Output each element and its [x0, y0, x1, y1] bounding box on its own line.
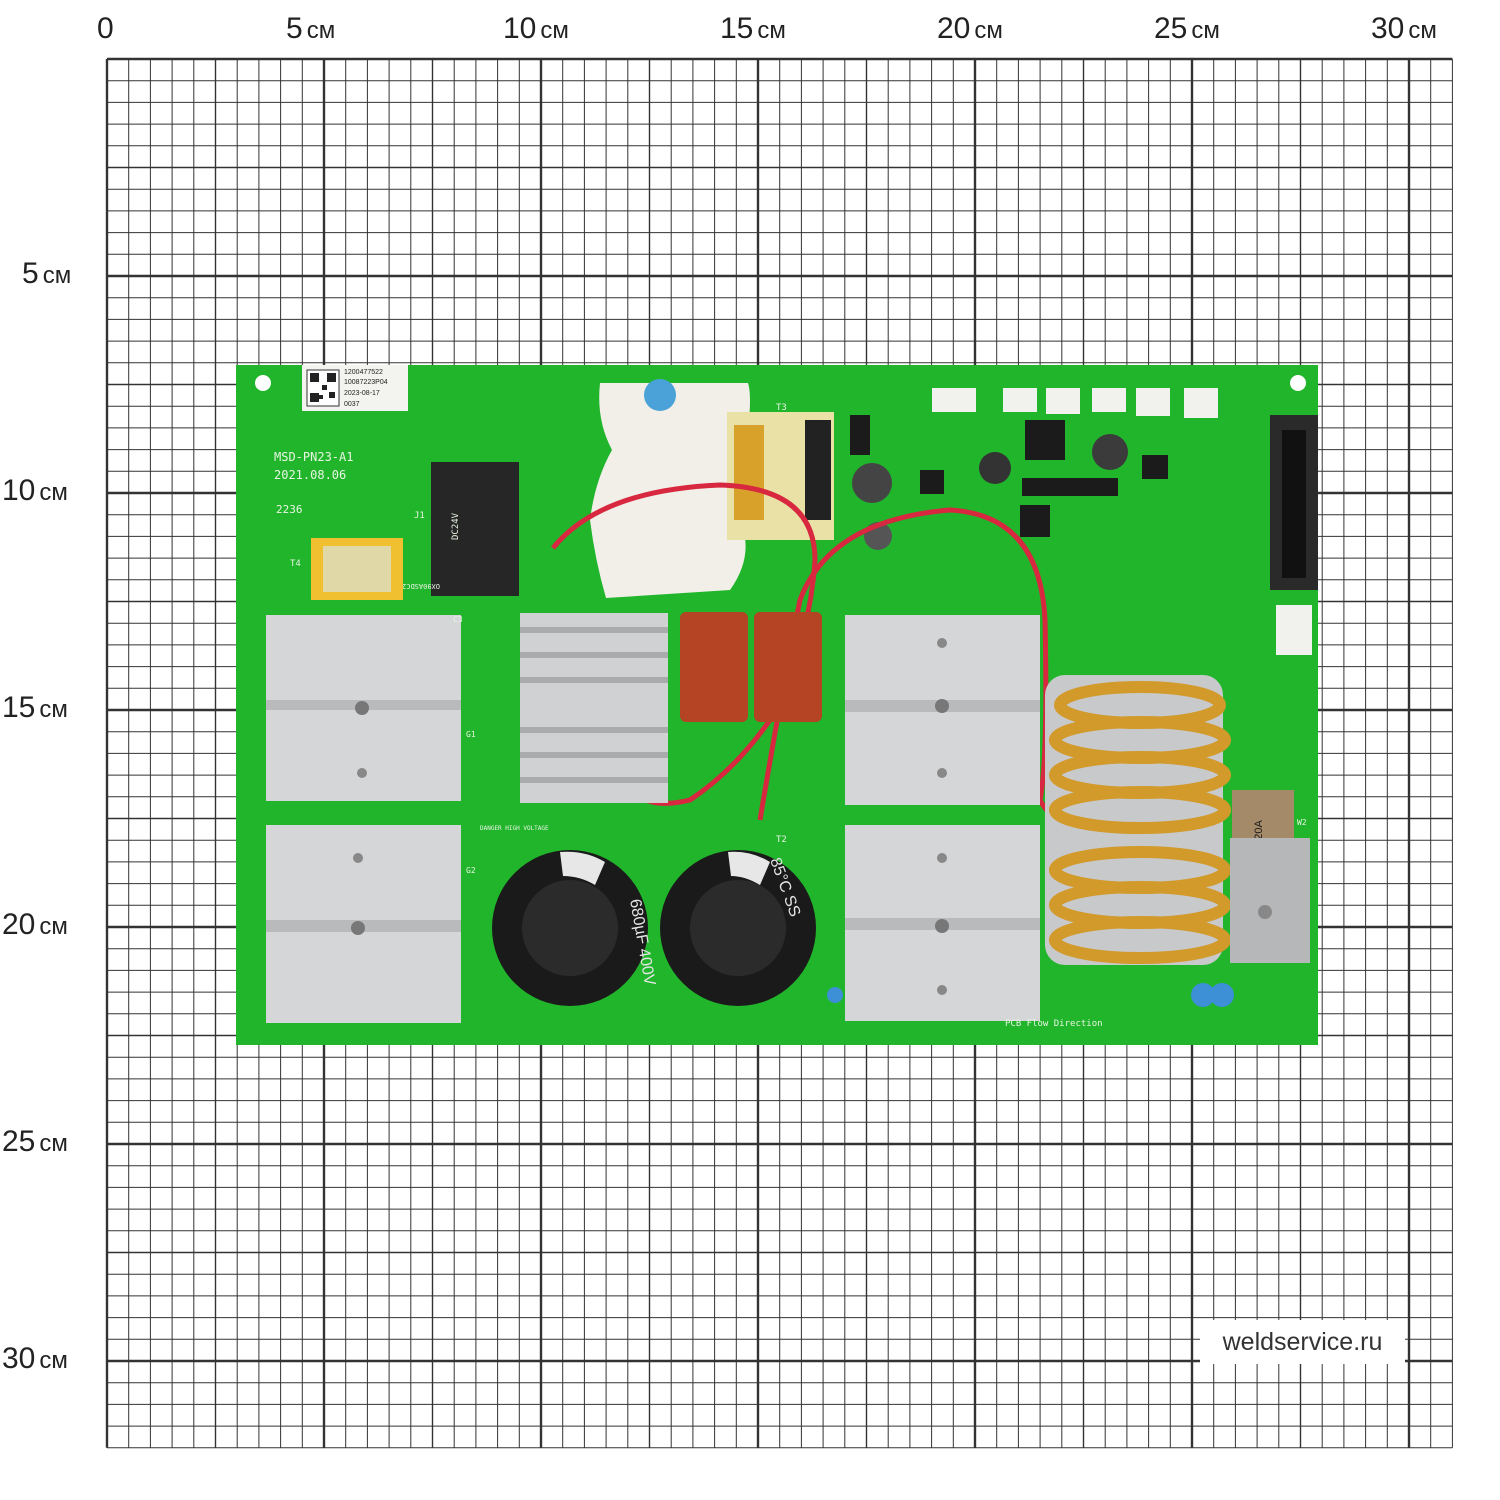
x-tick-number: 25: [1154, 12, 1188, 45]
y-tick-unit: см: [39, 479, 68, 506]
flow-direction-label: PCB Flow Direction: [1005, 1019, 1103, 1029]
heatsink-right-bottom: [845, 825, 1040, 1021]
designator-g1: G1: [466, 730, 476, 739]
electrolytic-capacitor-right: 85°C SS: [660, 850, 816, 1006]
heatsink-left-bottom: [266, 825, 461, 1023]
designator-t4: T4: [290, 559, 301, 569]
y-tick-number: 25: [2, 1125, 36, 1158]
warning-label: DANGER HIGH VOLTAGE: [480, 825, 549, 832]
x-tick-number: 20: [937, 12, 971, 45]
x-tick-unit: см: [974, 17, 1003, 44]
x-tick-unit: см: [306, 17, 336, 44]
x-tick-unit: см: [540, 17, 569, 44]
designator-t3: T3: [776, 403, 787, 413]
y-tick-unit: см: [39, 696, 68, 723]
film-capacitor-1: [680, 612, 748, 722]
board-model-label: MSD-PN23-A1: [274, 450, 353, 464]
relay-text-2: OX90ASDC24VCFR: [380, 582, 440, 590]
y-tick-number: 20: [2, 908, 36, 941]
board-batch-label: 2236: [276, 503, 303, 516]
sticker-line-4: 0037: [344, 401, 360, 408]
y-tick-unit: см: [42, 262, 72, 289]
x-tick-number: 10: [503, 12, 537, 45]
choke-coil: [1045, 675, 1231, 965]
designator-j1: J1: [414, 511, 425, 521]
x-tick-unit: см: [1191, 17, 1220, 44]
relay-text-1: DC24V: [451, 512, 461, 540]
x-tick-label: 0: [97, 14, 118, 44]
heatsink-right-top: [845, 615, 1040, 805]
relay: [431, 462, 519, 596]
designator-c3: C3: [453, 615, 463, 624]
y-tick-number: 5: [22, 257, 39, 290]
sticker-line-2: 10087223P04: [344, 379, 388, 386]
x-tick-number: 15: [720, 12, 754, 45]
designator-g2: G2: [466, 866, 476, 875]
designator-t2: T2: [776, 835, 787, 845]
x-tick-number: 0: [97, 12, 114, 45]
red-wire: [551, 482, 818, 806]
designator-w2: W2: [1297, 818, 1307, 827]
x-tick-unit: см: [1408, 17, 1437, 44]
sticker-line-1: 1200477522: [344, 369, 383, 376]
x-tick-number: 5: [286, 12, 303, 45]
watermark: weldservice.ru: [1200, 1320, 1405, 1364]
heatsink-left-top: [266, 615, 461, 801]
y-tick-number: 30: [2, 1342, 36, 1375]
x-tick-number: 30: [1371, 12, 1405, 45]
y-tick-number: 10: [2, 474, 36, 507]
y-tick-unit: см: [39, 1130, 68, 1157]
heatsink-center: [520, 613, 668, 803]
electrolytic-capacitor-left: 680µF 400V: [492, 850, 658, 1006]
y-tick-unit: см: [39, 1347, 68, 1374]
sticker-line-3: 2023-08-17: [344, 390, 380, 397]
film-capacitor-2: [754, 612, 822, 722]
board-date-label: 2021.08.06: [274, 468, 346, 482]
x-tick-unit: см: [757, 17, 786, 44]
control-section: [850, 388, 1318, 655]
y-tick-unit: см: [39, 913, 68, 940]
fuse-label: 20A: [1253, 820, 1265, 840]
ground-bracket: [1230, 838, 1310, 963]
y-tick-number: 15: [2, 691, 36, 724]
y-capacitor-top: [644, 379, 676, 411]
